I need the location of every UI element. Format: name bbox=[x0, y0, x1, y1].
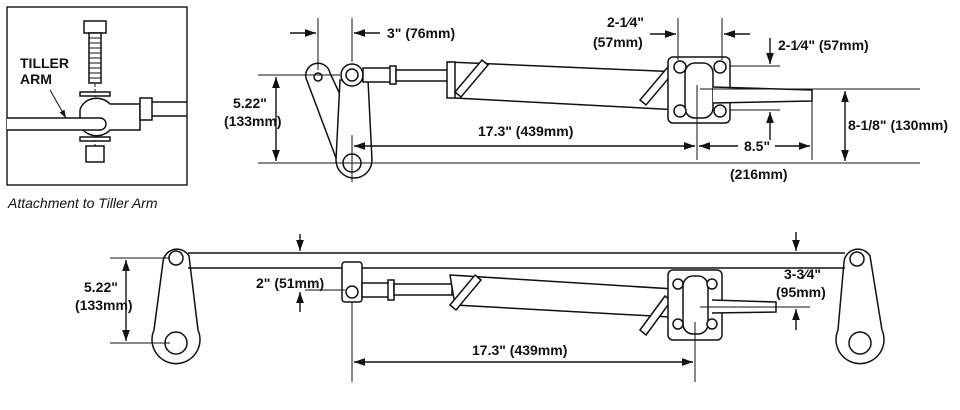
top-mount-width-mm: (57mm) bbox=[593, 34, 643, 50]
tiller-label-line1: TILLER bbox=[20, 55, 69, 71]
hose-fitting-icon bbox=[453, 58, 490, 99]
hose-fitting-icon bbox=[448, 273, 483, 312]
bolt-icon bbox=[706, 278, 718, 290]
top-offset-dim: 3" (76mm) bbox=[387, 25, 455, 41]
washer-icon bbox=[79, 136, 111, 142]
top-arm-height-mm: (133mm) bbox=[224, 113, 282, 129]
bolt-icon bbox=[713, 60, 727, 74]
top-shaft-inch: 8.5" bbox=[744, 138, 770, 154]
bolt-icon bbox=[83, 20, 107, 84]
bottom-mount-offset-inch: 3-3⁄4" bbox=[784, 266, 821, 282]
tiller-arm-link bbox=[335, 79, 373, 179]
bottom-mount-offset-mm: (95mm) bbox=[776, 284, 826, 300]
top-stroke-dim: 17.3" (439mm) bbox=[478, 123, 573, 139]
bottom-rod-offset-dim: 2" (51mm) bbox=[256, 275, 324, 291]
bolt-icon bbox=[706, 318, 718, 330]
bottom-view: 5.22" (133mm) 2" (51mm) 17.3" (439mm) 3-… bbox=[75, 232, 885, 382]
left-tiller-arm bbox=[151, 248, 201, 365]
bottom-stroke-dim: 17.3" (439mm) bbox=[472, 342, 567, 358]
bottom-arm-height-mm: (133mm) bbox=[75, 297, 133, 313]
tiller-arm-inset: TILLER ARM bbox=[6, 6, 188, 186]
bolt-icon bbox=[672, 278, 684, 290]
tiller-arm-bar bbox=[7, 117, 107, 131]
top-shaft-mm: (216mm) bbox=[730, 166, 788, 182]
bottom-arm-height-inch: 5.22" bbox=[84, 279, 118, 295]
top-view: 5.22" (133mm) 3" (76mm) 17.3" (439mm) 2-… bbox=[224, 14, 948, 182]
inset-frame bbox=[6, 6, 188, 186]
piston-rod bbox=[395, 69, 452, 82]
inset-caption: Attachment to Tiller Arm bbox=[7, 195, 158, 211]
top-mount-width-inch: 2-1⁄4" bbox=[607, 14, 644, 30]
washer-icon bbox=[79, 91, 111, 97]
bolt-icon bbox=[672, 318, 684, 330]
piston-rod bbox=[393, 283, 453, 296]
bolt-icon bbox=[713, 104, 727, 118]
right-tiller-arm bbox=[835, 248, 885, 365]
top-arm-height-inch: 5.22" bbox=[233, 95, 267, 111]
rod-end-bolt-icon bbox=[345, 285, 359, 299]
bolt-icon bbox=[673, 104, 687, 118]
bolt-icon bbox=[673, 60, 687, 74]
tiller-label-line2: ARM bbox=[20, 71, 52, 87]
nut-icon bbox=[85, 145, 105, 163]
top-mount-height-dim: 2-1⁄4" (57mm) bbox=[778, 37, 869, 53]
top-overall-height-dim: 8-1/8" (130mm) bbox=[848, 117, 948, 133]
